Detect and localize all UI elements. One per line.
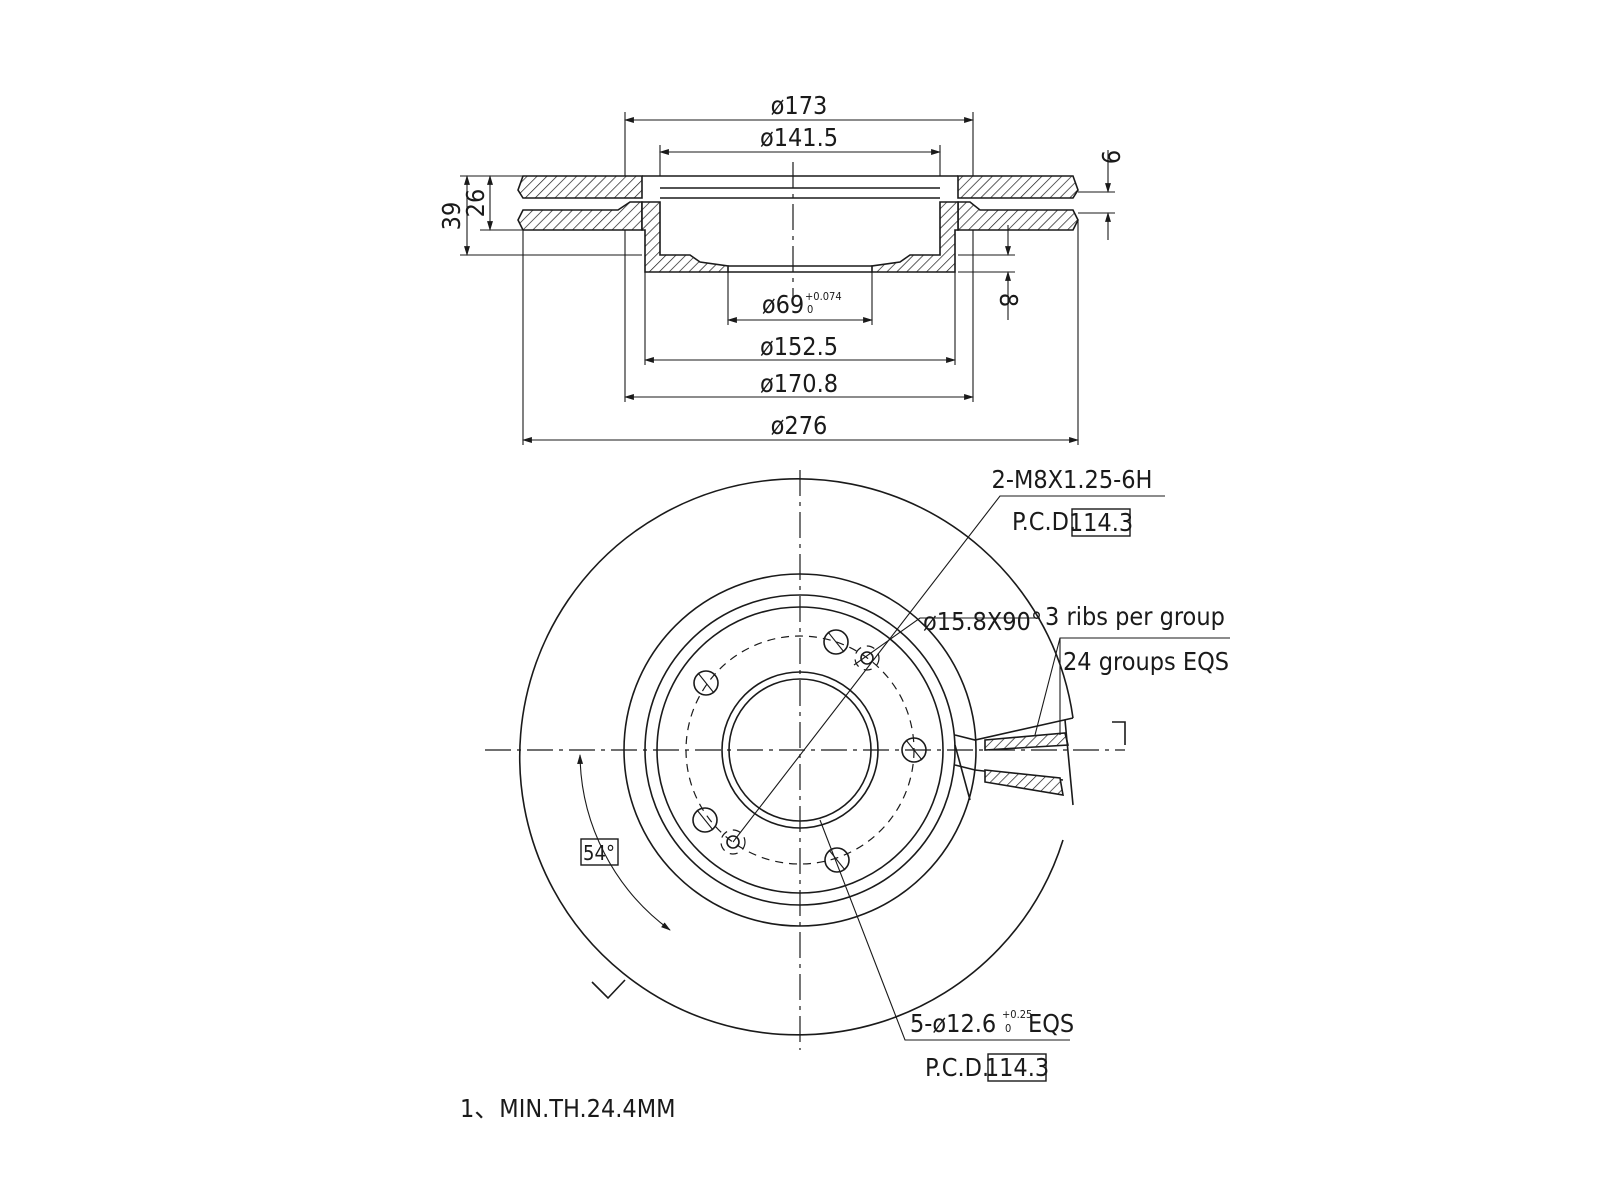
front-view: 54° 2-M8X1.25-6H P.C.D. 114.3 ø15.8X90° … (485, 465, 1230, 1082)
rib-section (984, 769, 1064, 796)
left-ring-top (517, 175, 643, 199)
ribs-label-2: 24 groups EQS (1063, 647, 1229, 676)
bolt-hole (901, 737, 927, 763)
leader-countersink (853, 617, 1040, 666)
bolt-hole (693, 670, 719, 696)
hole-mark (696, 809, 714, 831)
ribs-label-1: 3 ribs per group (1045, 602, 1225, 631)
dim-141-label: ø141.5 (760, 123, 838, 152)
bolt-holes (692, 629, 927, 873)
threaded-holes-label: 2-M8X1.25-6H (992, 465, 1153, 494)
bolt-tol-upper: +0.25 (1002, 1008, 1032, 1021)
bolt-holes-suffix: EQS (1028, 1009, 1074, 1038)
dim-69-tol-upper: +0.074 (805, 290, 842, 303)
pcd-value-box-2 (987, 1053, 1047, 1082)
bolt-hole (823, 629, 849, 655)
dim-173-label: ø173 (771, 91, 828, 120)
bolt-tol-lower: 0 (1005, 1022, 1011, 1035)
hat-inner-circle (644, 594, 956, 906)
threaded-hole-countersink (720, 829, 746, 855)
left-ring-bottom (517, 201, 643, 231)
pcd-value-box-1 (1071, 508, 1131, 537)
center-bore-inner (728, 678, 872, 822)
section-marker-bottom (591, 979, 626, 1000)
bolt-hole (692, 807, 718, 833)
pcd-value-2: 114.3 (985, 1053, 1049, 1082)
dim-26-label: 26 (461, 189, 490, 218)
angle-box (580, 838, 619, 866)
dim-69-label: ø69 (762, 290, 804, 319)
hat-flange-circle (656, 606, 944, 894)
side-section-view: ø173 ø141.5 ø69 +0.074 0 ø152.5 ø170.8 ø… (437, 91, 1125, 445)
right-ring-top (957, 175, 1079, 199)
bolt-hole (824, 847, 850, 873)
angle-arc (577, 754, 671, 931)
dim-9-label: 9 (1096, 150, 1125, 164)
right-ring-bottom (957, 201, 1079, 231)
section-marker-top (1112, 721, 1126, 745)
left-hat-wall (641, 201, 729, 273)
dim-39-label: 39 (437, 202, 466, 231)
leader-threaded (732, 495, 1165, 843)
dim-8-label: 8 (994, 293, 1023, 307)
disc-outer-edge (518, 478, 1074, 1036)
pcd-label-2: P.C.D. (925, 1053, 989, 1082)
hole-mark (828, 849, 846, 871)
cutaway-line (954, 744, 971, 801)
thickness-note: 1、MIN.TH.24.4MM (460, 1094, 676, 1123)
threaded-hole (726, 835, 740, 849)
right-hat-wall (871, 201, 959, 273)
angle-label: 54° (583, 841, 615, 865)
threaded-holes (720, 645, 880, 855)
threaded-hole-countersink (854, 645, 880, 671)
dim-69-tol-lower: 0 (807, 303, 813, 316)
pcd-label-1: P.C.D. (1012, 507, 1076, 536)
countersink-label: ø15.8X90° (923, 607, 1042, 636)
bolt-holes-label: 5-ø12.6 (910, 1009, 996, 1038)
pcd-value-1: 114.3 (1069, 508, 1133, 537)
dim-170-label: ø170.8 (760, 369, 838, 398)
cutaway-line (1064, 719, 1074, 806)
hole-mark (827, 631, 845, 653)
leader-bolt-holes (819, 819, 1070, 1041)
threaded-hole (860, 651, 874, 665)
dim-152-label: ø152.5 (760, 332, 838, 361)
rib-cutaway (954, 717, 1074, 806)
hole-mark (905, 739, 923, 761)
hole-mark (697, 672, 715, 694)
hat-outer-circle (623, 573, 977, 927)
center-bore-outer (721, 671, 879, 829)
dim-276-label: ø276 (771, 411, 828, 440)
